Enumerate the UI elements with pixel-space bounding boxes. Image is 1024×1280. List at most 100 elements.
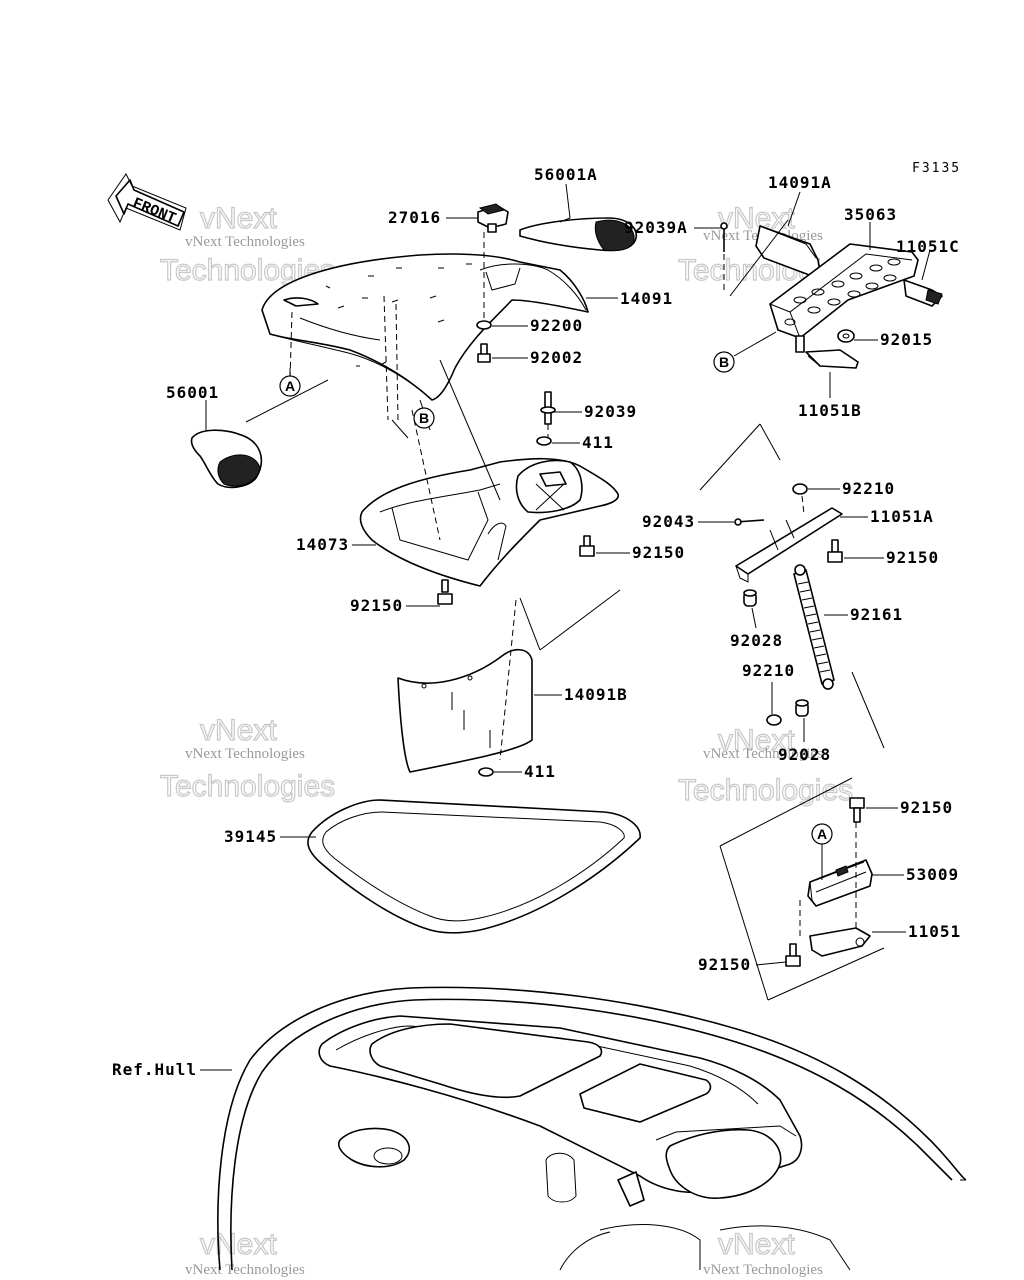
part-92210-washer-lower xyxy=(766,714,782,726)
part-92150-bolt-e xyxy=(785,943,801,967)
part-39145-gasket xyxy=(307,799,641,934)
part-92210-washer-upper xyxy=(792,483,808,495)
label-92150-a: 92150 xyxy=(632,543,685,562)
part-35063-plate xyxy=(769,243,919,353)
part-92039A-pin xyxy=(720,222,728,252)
part-ref-hull xyxy=(217,986,967,1271)
part-92150-bolt-b xyxy=(437,579,453,605)
svg-text:vNext Technologies: vNext Technologies xyxy=(185,1262,305,1278)
label-14091A: 14091A xyxy=(768,173,832,192)
part-27016-latch xyxy=(477,203,509,233)
part-14073-tray xyxy=(359,457,620,587)
label-14091: 14091 xyxy=(620,289,673,308)
svg-text:vNext Technologies: vNext Technologies xyxy=(703,746,823,762)
label-11051: 11051 xyxy=(908,922,961,941)
part-411-washer-lower xyxy=(478,767,494,777)
label-ref-hull: Ref.Hull xyxy=(112,1060,197,1079)
part-labels: 56001A 27016 14091 92200 92002 56001 920… xyxy=(112,165,961,1079)
svg-text:A: A xyxy=(285,378,295,394)
ref-marker-a-right: A xyxy=(811,823,833,880)
label-92002: 92002 xyxy=(530,348,583,367)
label-92039A: 92039A xyxy=(624,218,688,237)
alignment-lines xyxy=(245,219,885,1001)
label-92015: 92015 xyxy=(880,330,933,349)
part-92161-spring xyxy=(793,564,835,690)
svg-text:vNext: vNext xyxy=(200,1228,277,1261)
label-14091B: 14091B xyxy=(564,685,628,704)
figure-code: F3135 xyxy=(912,161,961,176)
label-39145: 39145 xyxy=(224,827,277,846)
svg-text:Technologies: Technologies xyxy=(678,774,853,807)
watermark-mid-left: vNext Technologies vNext Technologies xyxy=(159,713,335,803)
label-92150-d: 92150 xyxy=(900,798,953,817)
seat-slots xyxy=(325,263,472,367)
label-92210-lower: 92210 xyxy=(742,661,795,680)
label-11051A: 11051A xyxy=(870,507,934,526)
part-56001-handle xyxy=(190,429,263,489)
part-92002-bolt xyxy=(477,343,491,363)
label-56001: 56001 xyxy=(166,383,219,402)
watermark-mid-right: vNext Technologies vNext Technologies xyxy=(677,723,853,807)
label-411-lower: 411 xyxy=(524,762,556,781)
svg-text:Technologies: Technologies xyxy=(160,770,335,803)
part-92015-nut xyxy=(837,329,855,343)
svg-text:vNext: vNext xyxy=(200,714,277,747)
svg-text:vNext Technologies: vNext Technologies xyxy=(185,746,305,762)
part-92028-collar-upper xyxy=(743,589,757,607)
part-14091-seat-cover xyxy=(261,253,589,401)
label-411-upper: 411 xyxy=(582,433,614,452)
svg-text:vNext: vNext xyxy=(718,202,795,235)
svg-text:B: B xyxy=(719,354,729,370)
label-53009: 53009 xyxy=(906,865,959,884)
label-92039: 92039 xyxy=(584,402,637,421)
part-11051B-bracket xyxy=(805,349,859,369)
label-35063: 35063 xyxy=(844,205,897,224)
label-14073: 14073 xyxy=(296,535,349,554)
svg-text:vNext Technologies: vNext Technologies xyxy=(185,234,305,250)
label-56001A: 56001A xyxy=(534,165,598,184)
part-92150-bolt-a xyxy=(579,535,595,557)
ref-marker-b-right: B xyxy=(713,331,777,373)
svg-text:vNext: vNext xyxy=(718,724,795,757)
watermark-bottom-left: vNext vNext Technologies xyxy=(185,1227,305,1278)
svg-text:vNext: vNext xyxy=(718,1228,795,1261)
svg-text:vNext: vNext xyxy=(200,202,277,235)
part-92039-pin xyxy=(540,391,556,425)
part-92043-pin xyxy=(734,518,765,526)
part-11051-bracket xyxy=(809,927,871,957)
label-92150-b: 92150 xyxy=(350,596,403,615)
part-11051C-bracket xyxy=(903,279,943,307)
part-92028-collar-lower xyxy=(795,699,809,717)
label-92043: 92043 xyxy=(642,512,695,531)
label-92150-e: 92150 xyxy=(698,955,751,974)
watermark-top-left: vNext Technologies vNext Technologies xyxy=(159,201,335,287)
ref-marker-a-left: A xyxy=(279,368,301,397)
part-411-washer-upper xyxy=(536,436,552,446)
svg-text:A: A xyxy=(817,826,827,842)
label-11051B: 11051B xyxy=(798,401,862,420)
part-92150-bolt-c xyxy=(827,539,843,563)
part-53009-hinge xyxy=(807,859,873,907)
watermark-bottom-right: vNext vNext Technologies xyxy=(703,1227,823,1278)
label-92028-upper: 92028 xyxy=(730,631,783,650)
svg-text:vNext Technologies: vNext Technologies xyxy=(703,1262,823,1278)
label-leaders xyxy=(200,183,931,1071)
label-92210-upper: 92210 xyxy=(842,479,895,498)
front-arrow-icon: FRONT xyxy=(107,173,187,231)
label-11051C: 11051C xyxy=(896,237,960,256)
label-92200: 92200 xyxy=(530,316,583,335)
plate-holes xyxy=(784,258,901,326)
label-92028-lower: 92028 xyxy=(778,745,831,764)
part-92150-bolt-d xyxy=(849,797,865,823)
ref-marker-b-left: B xyxy=(413,407,435,429)
svg-text:B: B xyxy=(419,410,429,426)
label-27016: 27016 xyxy=(388,208,441,227)
label-92161: 92161 xyxy=(850,605,903,624)
part-56001A-handle xyxy=(519,217,637,252)
label-92150-c: 92150 xyxy=(886,548,939,567)
part-14091B-cover xyxy=(397,648,533,773)
part-92200-washer xyxy=(476,320,492,330)
part-11051A-bracket xyxy=(735,507,843,583)
